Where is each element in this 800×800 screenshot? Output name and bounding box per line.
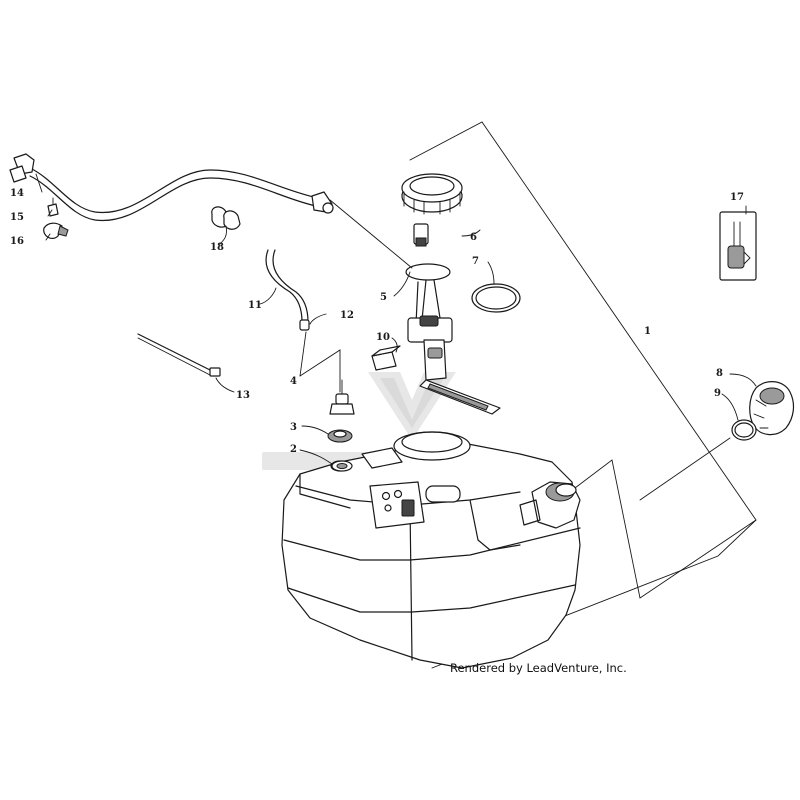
grommet (327, 429, 353, 443)
callout-16: 16 (10, 236, 24, 247)
callout-10: 10 (376, 332, 390, 343)
callout-9: 9 (714, 388, 721, 399)
vent-hose (265, 249, 310, 331)
callouts: 1 2 3 4 5 6 7 8 9 10 11 12 13 14 15 16 1… (10, 188, 744, 455)
hose-clip (211, 206, 241, 230)
callout-13: 13 (236, 390, 250, 401)
callout-5: 5 (380, 292, 387, 303)
washer (331, 460, 353, 472)
callout-1: 1 (644, 326, 651, 337)
fuel-hose (9, 153, 334, 222)
lock-ring (401, 173, 463, 215)
callout-8: 8 (716, 368, 723, 379)
rollover-valve (329, 379, 355, 415)
wiring-harness (719, 211, 757, 281)
cable-tie (137, 333, 221, 377)
callout-14: 14 (10, 188, 24, 199)
callout-7: 7 (472, 256, 479, 267)
callout-12: 12 (340, 310, 354, 321)
callout-18: 18 (210, 242, 224, 253)
fuel-pump-assembly (405, 223, 501, 415)
callout-2: 2 (290, 444, 297, 455)
foam-pad (371, 345, 401, 371)
cap-o-ring (731, 419, 757, 441)
credit-line: Rendered by LeadVenture, Inc. (450, 661, 627, 675)
fuel-tank (281, 431, 581, 669)
leader-lines (35, 173, 757, 465)
pump-seal (471, 283, 521, 313)
callout-15: 15 (10, 212, 24, 223)
callout-17: 17 (730, 192, 744, 203)
callout-4: 4 (290, 376, 297, 387)
hose-clamp-screw (43, 197, 69, 240)
gas-cap (749, 381, 795, 436)
callout-11: 11 (248, 300, 262, 311)
callout-3: 3 (290, 422, 297, 433)
callout-6: 6 (470, 232, 477, 243)
